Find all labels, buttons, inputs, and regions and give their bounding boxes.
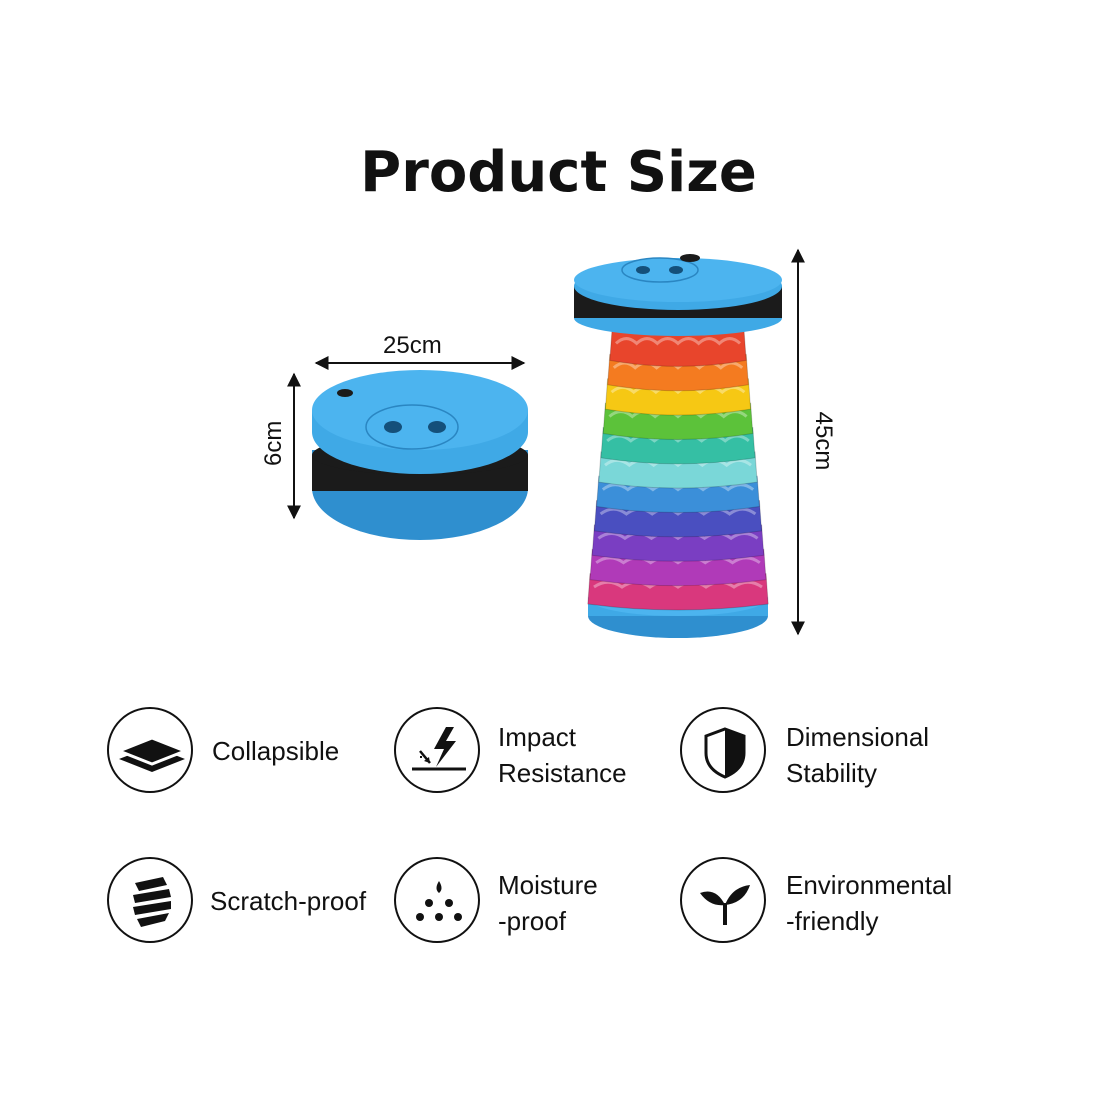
extended-height-label: 45cm	[810, 411, 837, 471]
extended-stool	[574, 254, 782, 638]
stool-tier-wave	[599, 507, 757, 516]
feature-scratch-label: Scratch-proof	[210, 886, 367, 916]
feature-env-label: Environmental -friendly	[786, 867, 952, 939]
stool-tier-wave	[608, 410, 748, 419]
stool-tier-wave	[604, 458, 752, 468]
stool-tier-wave	[597, 531, 759, 541]
feature-collapsible-label: Collapsible	[212, 736, 340, 766]
feature-moisture-line1: Moisture	[498, 870, 598, 900]
shield-icon	[680, 707, 766, 793]
folded-height-label: 6cm	[260, 420, 287, 466]
stool-tier-wave	[614, 337, 742, 346]
stool-tier-wave	[606, 434, 750, 443]
feature-env-line2: -friendly	[786, 906, 879, 936]
lightning-impact-icon	[394, 707, 480, 793]
stool-tier-wave	[593, 580, 763, 589]
feature-stability-line2: Stability	[786, 758, 878, 788]
feature-impact-line1: Impact	[498, 722, 577, 752]
page-title: Product Size	[360, 140, 757, 205]
layers-icon	[107, 707, 193, 793]
width-label: 25cm	[383, 332, 442, 359]
feature-impact-label: Impact Resistance	[498, 719, 627, 791]
stool-tier-wave	[601, 483, 755, 492]
stool-tier-wave	[610, 385, 746, 395]
stool-tier-wave	[612, 361, 744, 370]
feature-moisture-line2: -proof	[498, 906, 566, 936]
stool-tier	[609, 329, 747, 367]
feature-stability-line1: Dimensional	[786, 722, 930, 752]
feature-impact-line2: Resistance	[498, 758, 627, 788]
stool-tier-wave	[595, 556, 761, 565]
stripes-icon	[107, 857, 193, 943]
feature-stability-label: Dimensional Stability	[786, 719, 929, 791]
sprout-icon	[680, 857, 766, 943]
droplets-icon	[394, 857, 480, 943]
folded-stool	[312, 370, 528, 540]
feature-env-line1: Environmental	[786, 870, 953, 900]
feature-moisture-label: Moisture -proof	[498, 867, 598, 939]
